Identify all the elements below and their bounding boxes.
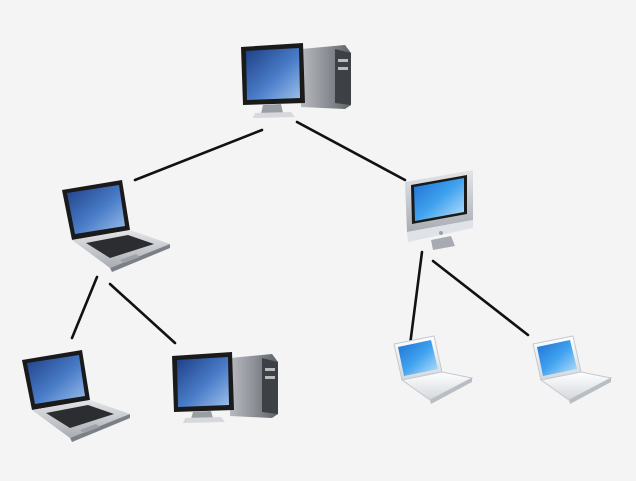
desktop-computer-icon bbox=[172, 352, 278, 423]
edge-right-mid-right-leaf-2 bbox=[431, 259, 530, 337]
edge-right-mid-right-leaf-1 bbox=[408, 250, 424, 347]
edge-root-right-mid bbox=[295, 120, 407, 182]
connections bbox=[70, 120, 530, 347]
laptop-icon bbox=[22, 350, 130, 442]
desktop-computer-icon bbox=[241, 43, 351, 118]
edge-left-mid-left-leaf-1 bbox=[70, 275, 99, 340]
edge-left-mid-left-leaf-2 bbox=[108, 282, 177, 345]
all-in-one-computer-icon bbox=[405, 170, 473, 250]
edge-root-left-mid bbox=[133, 128, 264, 182]
white-laptop-icon bbox=[393, 335, 474, 404]
white-laptop-icon bbox=[532, 335, 613, 404]
laptop-icon bbox=[62, 180, 170, 272]
